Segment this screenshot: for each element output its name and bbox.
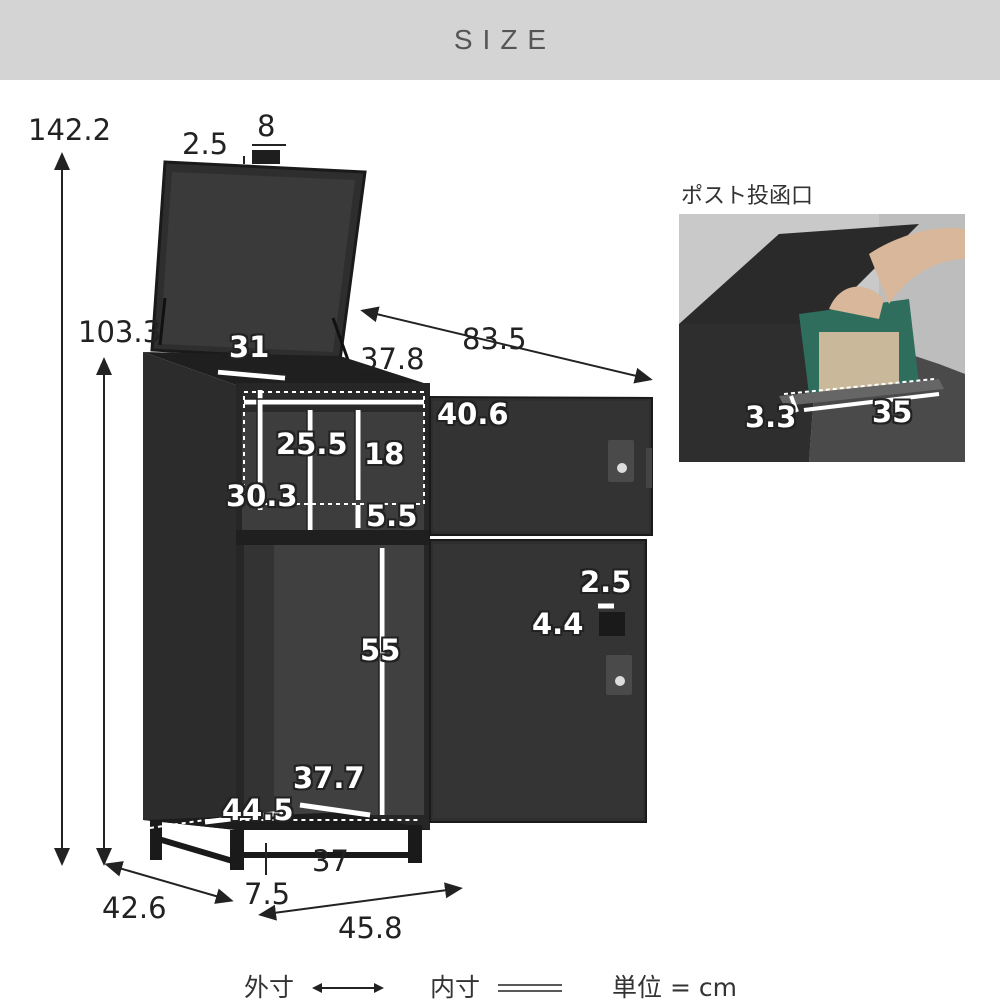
upper-height-inner-label: 18 (364, 437, 405, 471)
key-slot (599, 612, 625, 636)
leg-inset-label: 7.5 (244, 877, 291, 911)
total-height-label: 142.2 (28, 113, 112, 147)
handle-width-label: 8 (257, 109, 276, 143)
lower-lock (606, 655, 632, 695)
upper-compartment (242, 392, 424, 530)
width-label: 45.8 (338, 911, 403, 945)
lower-depth-label: 37.7 (293, 761, 365, 795)
lower-height-label: 55 (360, 633, 401, 667)
upper-lock (608, 440, 634, 482)
double-line-icon (497, 973, 562, 1002)
slot-gap-label: 5.5 (366, 499, 418, 533)
slot-width-label: 35 (872, 395, 913, 429)
upper-height-back-label: 30.3 (226, 479, 298, 513)
mail-slot-photo (679, 214, 965, 462)
slot-height-label: 3.3 (745, 400, 797, 434)
lower-width-label: 44.5 (222, 793, 294, 827)
upper-height-front-label: 25.5 (276, 427, 348, 461)
double-arrow-icon (311, 973, 384, 1002)
cabinet-side (143, 352, 236, 830)
key-height-label: 4.4 (532, 607, 584, 641)
body-height-label: 103.3 (78, 315, 162, 349)
photo-caption: ポスト投函口 (681, 184, 814, 209)
top-width-label: 31 (229, 330, 270, 364)
page-title: SIZE (453, 24, 557, 55)
depth-label: 42.6 (102, 891, 167, 925)
handle-depth-label: 2.5 (182, 127, 229, 161)
lid-handle (252, 150, 280, 164)
key-width-label: 2.5 (580, 565, 632, 599)
legend-outer: 外寸 (244, 968, 384, 1004)
header-bar: SIZE (0, 0, 1000, 80)
upper-depth-label: 40.6 (437, 397, 509, 431)
legend-inner: 内寸 (430, 968, 562, 1004)
legend-inner-text: 内寸 (430, 973, 481, 1002)
base-width-label: 37 (312, 844, 349, 878)
door-open-depth-label: 83.5 (462, 322, 527, 356)
legend-unit: 単位 = cm (612, 973, 737, 1002)
legend-outer-text: 外寸 (244, 973, 295, 1002)
top-depth-label: 37.8 (360, 342, 425, 376)
